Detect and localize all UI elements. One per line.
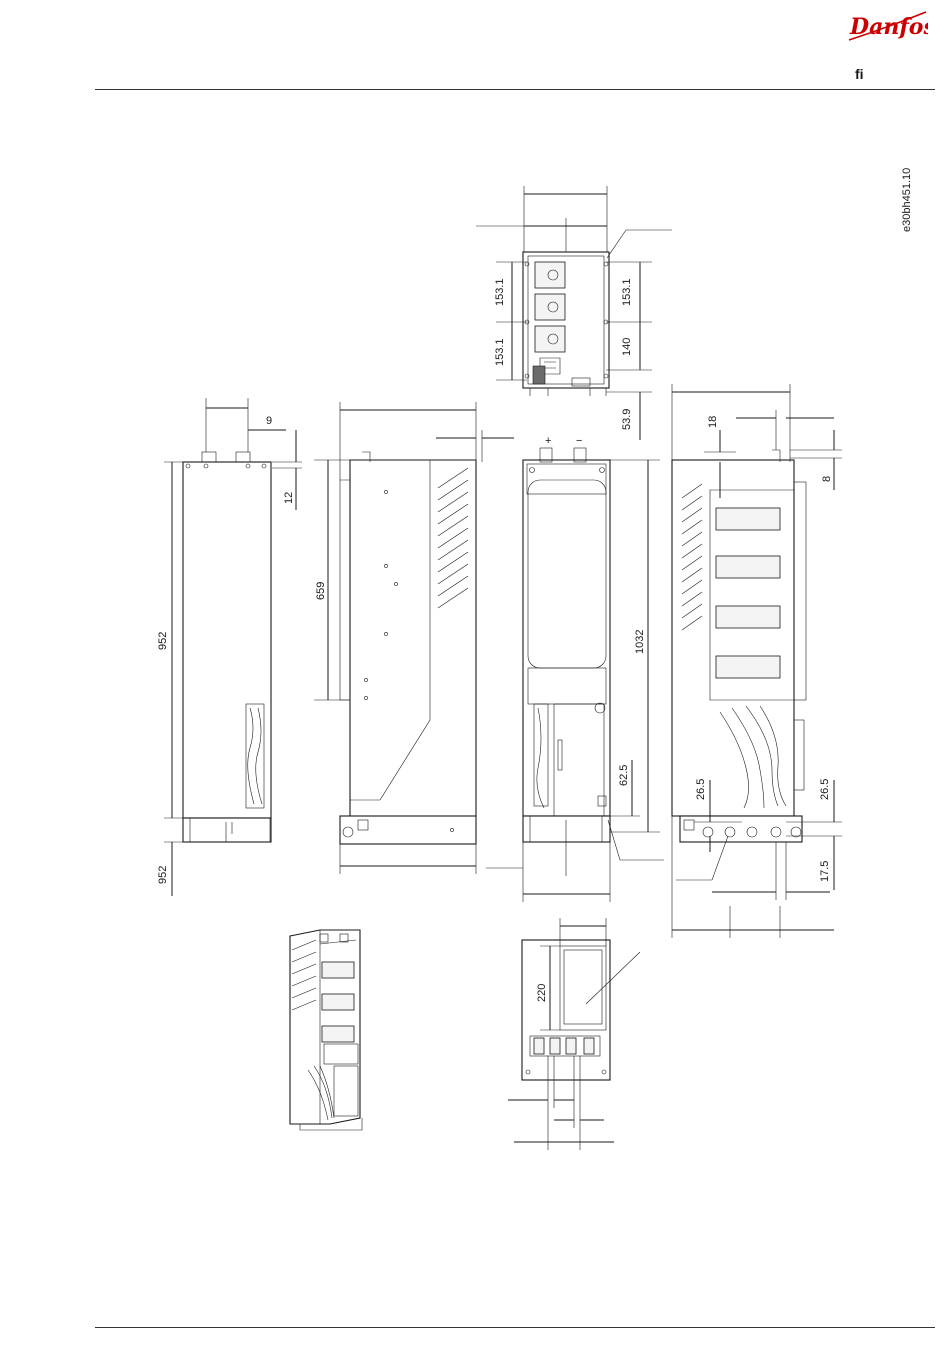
dim-front-1032: 1032 xyxy=(634,630,646,654)
dim-side-659: 659 xyxy=(315,582,327,600)
dim-right-26-5-b: 26.5 xyxy=(819,779,831,800)
dim-top-153-1-left-b: 153.1 xyxy=(494,338,506,366)
right-view: 18 8 26.5 26.5 17.5 xyxy=(672,384,842,938)
dim-right-26-5-a: 26.5 xyxy=(695,779,707,800)
drawing-id: e30bh451.10 xyxy=(901,168,913,232)
dim-side-952-lower: 952 xyxy=(157,866,169,884)
dim-right-17-5: 17.5 xyxy=(819,861,831,882)
front-view: + − 1032 62.5 xyxy=(486,435,664,902)
dim-side-952-main: 952 xyxy=(157,632,169,650)
dim-right-18: 18 xyxy=(707,416,719,428)
side-view-left: 9 12 952 952 xyxy=(157,398,302,896)
dim-top-153-1-right: 153.1 xyxy=(621,278,633,306)
dim-side-9: 9 xyxy=(266,415,272,427)
dim-top-153-1-left-a: 153.1 xyxy=(494,278,506,306)
dim-bottom-220: 220 xyxy=(536,984,548,1002)
dim-front-62-5: 62.5 xyxy=(618,765,630,786)
isometric-view xyxy=(290,930,362,1130)
top-view: 153.1 153.1 153.1 140 53.9 xyxy=(476,186,672,440)
terminal-minus-symbol: − xyxy=(576,435,582,447)
dim-top-140: 140 xyxy=(621,338,633,356)
footer-rule xyxy=(95,1327,935,1328)
dim-top-53-9: 53.9 xyxy=(621,409,633,430)
bottom-view: 220 xyxy=(508,918,640,1150)
side-view-vented: 659 xyxy=(314,402,514,874)
terminal-plus-symbol: + xyxy=(545,435,551,447)
dim-right-8: 8 xyxy=(821,476,833,482)
dim-side-12: 12 xyxy=(283,492,295,504)
